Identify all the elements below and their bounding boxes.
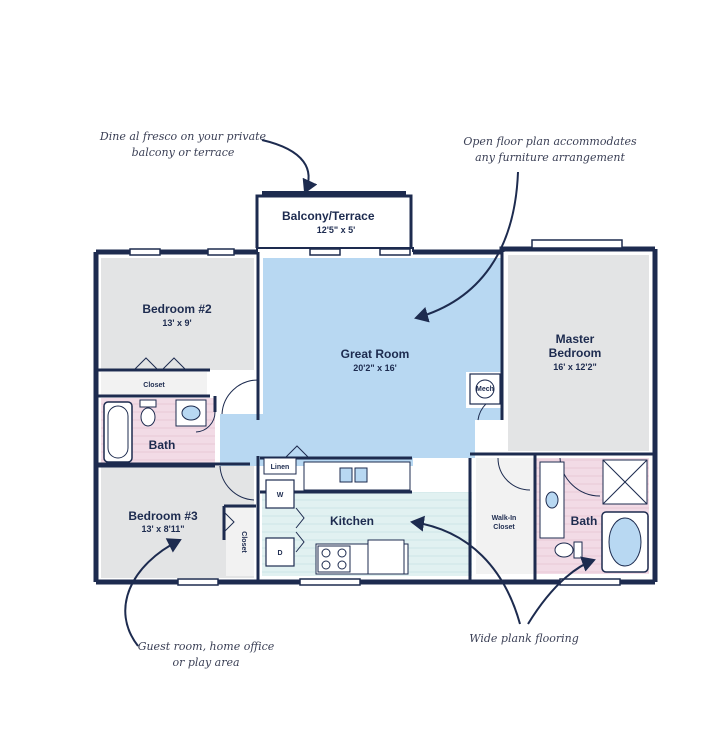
bedroom2-name: Bedroom #2 bbox=[142, 302, 212, 316]
great-room-dims: 20'2" x 16' bbox=[353, 363, 397, 373]
mech-label: Mech bbox=[476, 386, 494, 393]
arrow-icon bbox=[410, 515, 521, 625]
arrow-icon bbox=[414, 171, 519, 323]
bathtub-icon bbox=[103, 401, 133, 463]
stove-icon bbox=[317, 545, 351, 573]
linen-label: Linen bbox=[271, 464, 290, 471]
flooring-note: Wide plank flooring bbox=[469, 632, 579, 645]
toilet-icon bbox=[554, 541, 583, 559]
guest-note-line2: or play area bbox=[172, 656, 239, 669]
bedroom2-floor bbox=[101, 258, 254, 370]
sink-icon bbox=[539, 461, 565, 539]
arrow-icon bbox=[527, 556, 596, 625]
closet-side-label: Closet bbox=[240, 531, 247, 553]
master-name-line1: Master bbox=[556, 332, 595, 346]
linen-closet bbox=[263, 457, 297, 475]
bedroom3-name: Bedroom #3 bbox=[128, 509, 198, 523]
master-floor bbox=[508, 255, 649, 451]
washer-icon: W bbox=[265, 479, 295, 509]
bathtub-icon bbox=[601, 511, 649, 573]
walkin-line1: Walk-In bbox=[492, 515, 517, 522]
balcony-note-line1: Dine al fresco on your private bbox=[99, 130, 267, 143]
dryer-label: D bbox=[277, 550, 282, 557]
walkin-line2: Closet bbox=[493, 524, 515, 531]
washer-label: W bbox=[277, 492, 284, 499]
balcony-name: Balcony/Terrace bbox=[282, 209, 375, 223]
great-room-name: Great Room bbox=[341, 347, 410, 361]
bedroom3-dims: 13' x 8'11" bbox=[141, 524, 184, 534]
bedroom2-dims: 13' x 9' bbox=[162, 318, 191, 328]
bath1-name: Bath bbox=[149, 438, 176, 452]
openplan-note-line1: Open floor plan accommodates bbox=[463, 135, 637, 148]
kitchen-name: Kitchen bbox=[330, 514, 374, 528]
bath2-name: Bath bbox=[571, 514, 598, 528]
balcony bbox=[255, 191, 413, 248]
toilet-icon bbox=[139, 399, 157, 427]
closet-top-floor bbox=[101, 372, 207, 396]
guest-note-line1: Guest room, home office bbox=[138, 640, 275, 653]
arrow-icon bbox=[261, 139, 318, 194]
windows bbox=[129, 239, 623, 586]
shower-icon bbox=[602, 459, 648, 505]
sink-icon bbox=[175, 399, 207, 427]
master-name-line2: Bedroom bbox=[549, 346, 602, 360]
master-dims: 16' x 12'2" bbox=[553, 362, 597, 372]
closet-top-label: Closet bbox=[143, 382, 165, 389]
arrow-icon bbox=[124, 538, 182, 647]
balcony-dims: 12'5" x 5' bbox=[317, 225, 356, 235]
openplan-note-line2: any furniture arrangement bbox=[475, 151, 625, 164]
balcony-note-line2: balcony or terrace bbox=[132, 146, 235, 159]
great-room-floor bbox=[220, 258, 502, 466]
dryer-icon: D bbox=[265, 537, 295, 567]
